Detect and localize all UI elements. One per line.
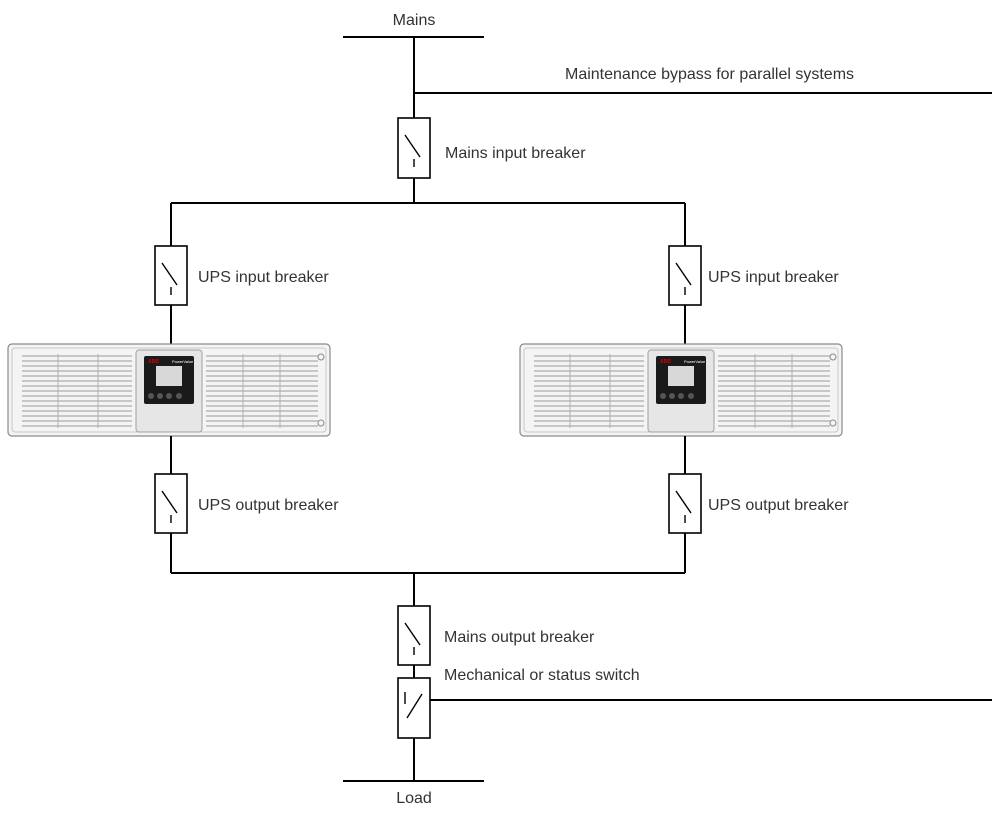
ups-right-model: PowerValue xyxy=(684,359,706,364)
mains-label: Mains xyxy=(393,12,436,29)
ups-left-input-breaker xyxy=(154,245,188,306)
ups-right-input-breaker xyxy=(668,245,702,306)
ups-left-output-breaker-label: UPS output breaker xyxy=(198,497,339,514)
mains-input-breaker-label: Mains input breaker xyxy=(445,145,586,162)
status-switch xyxy=(397,677,431,739)
bypass-label: Maintenance bypass for parallel systems xyxy=(565,66,854,83)
ups-left-input-breaker-label: UPS input breaker xyxy=(198,269,329,286)
mains-output-breaker xyxy=(397,605,431,666)
mains-output-breaker-label: Mains output breaker xyxy=(444,629,595,646)
ups-left-output-breaker xyxy=(154,473,188,534)
ups-right-output-breaker-label: UPS output breaker xyxy=(708,497,849,514)
status-switch-label: Mechanical or status switch xyxy=(444,667,640,684)
load-label: Load xyxy=(396,790,432,807)
ups-left-brand: ABB xyxy=(148,359,159,365)
ups-unit-right: ABB PowerValue xyxy=(519,343,843,437)
ups-right-output-breaker xyxy=(668,473,702,534)
ups-left-model: PowerValue xyxy=(172,359,194,364)
ups-right-brand: ABB xyxy=(660,359,671,365)
mains-input-breaker xyxy=(397,117,431,179)
ups-unit-left: ABB PowerValue xyxy=(7,343,331,437)
ups-right-input-breaker-label: UPS input breaker xyxy=(708,269,839,286)
